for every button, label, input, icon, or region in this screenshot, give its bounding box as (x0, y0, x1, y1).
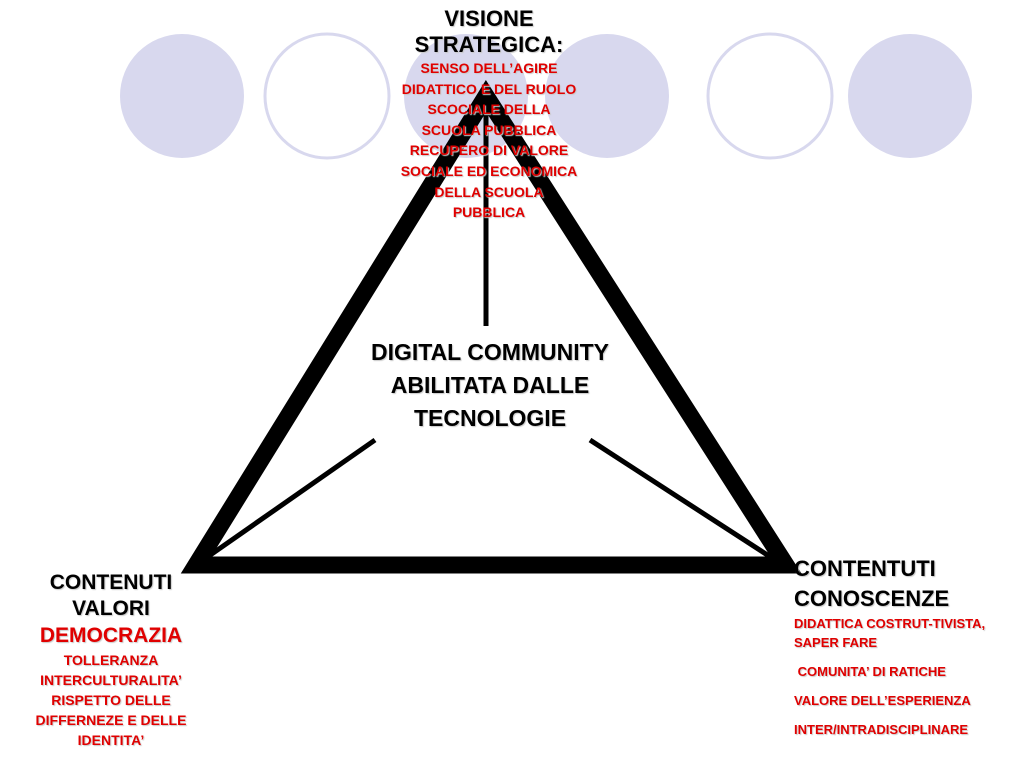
digital-community-label: DIGITAL COMMUNITY ABILITATA DALLE TECNOL… (330, 336, 650, 435)
connector-left (204, 437, 377, 561)
connector-right (588, 437, 774, 561)
strategic-vision-line: RECUPERO DI VALORE (409, 142, 569, 159)
decorative-circle (263, 32, 391, 160)
strategic-vision-title-2: STRATEGICA: (414, 32, 564, 57)
strategic-vision-title-1: VISIONE (444, 6, 534, 31)
knowledge-line: COMUNITA’ DI RATICHE (794, 664, 946, 679)
values-content-block: CONTENUTI VALORI DEMOCRAZIA TOLLERANZA I… (6, 570, 216, 750)
strategic-vision-line: SENSO DELL’AGIRE (420, 60, 558, 76)
strategic-vision-block: VISIONE STRATEGICA: SENSO DELL’AGIRE DID… (374, 6, 604, 223)
knowledge-line: SAPER FARE (794, 635, 878, 650)
decorative-circle (848, 34, 972, 158)
values-line: TOLLERANZA (63, 652, 159, 668)
values-title-1: CONTENUTI (49, 571, 173, 594)
digital-community-line-1: DIGITAL COMMUNITY (370, 339, 610, 365)
strategic-vision-line: SOCIALE ED ECONOMICA (400, 162, 578, 179)
knowledge-line: VALORE DELL’ESPERIENZA (794, 693, 971, 708)
knowledge-line: INTER/INTRADISCIPLINARE (794, 722, 969, 737)
values-line: DIFFERNEZE E DELLE (35, 712, 187, 728)
strategic-vision-line: SCOCIALE DELLA (427, 101, 551, 118)
decorative-circle (545, 34, 669, 158)
strategic-vision-line: DIDATTICO E DEL RUOLO (401, 80, 577, 97)
values-line: IDENTITA’ (77, 732, 145, 748)
triangle-outline (180, 80, 802, 574)
strategic-vision-line: SCUOLA PUBBLICA (421, 121, 557, 138)
knowledge-title-2: CONOSCENZE (794, 586, 950, 611)
knowledge-line: DIDATTICA COSTRUT-TIVISTA, (794, 616, 986, 631)
values-line: INTERCULTURALITA’ (40, 672, 182, 688)
values-highlight: DEMOCRAZIA (39, 624, 183, 647)
digital-community-line-2: ABILITATA DALLE (390, 372, 590, 398)
strategic-vision-line: DELLA SCUOLA (434, 183, 544, 200)
strategic-vision-line: PUBBLICA (452, 204, 526, 221)
decorative-circle (120, 34, 244, 158)
knowledge-content-block: CONTENTUTI CONOSCENZE DIDATTICA COSTRUT-… (794, 554, 1022, 739)
decorative-circle (706, 32, 834, 160)
digital-community-line-3: TECNOLOGIE (413, 405, 567, 431)
values-title-2: VALORI (72, 597, 150, 620)
knowledge-title-1: CONTENTUTI (794, 556, 936, 581)
values-line: RISPETTO DELLE (51, 692, 171, 708)
